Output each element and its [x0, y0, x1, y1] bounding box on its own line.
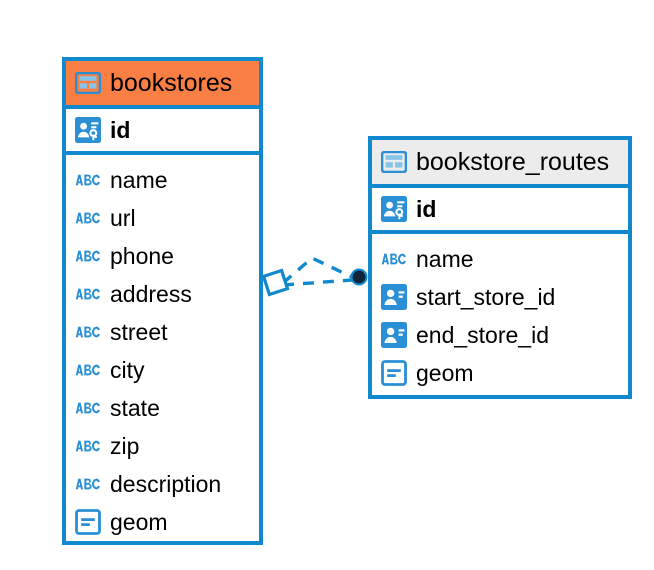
field-label-description: description	[110, 470, 222, 497]
field-row-url[interactable]: url	[75, 199, 250, 237]
relationship-source-diamond	[261, 268, 290, 297]
entity-bookstore-routes[interactable]: bookstore_routes id	[368, 136, 632, 399]
field-label-zip: zip	[110, 432, 140, 459]
field-row-city[interactable]: city	[75, 351, 250, 389]
text-abc-icon	[75, 248, 101, 264]
foreign-key-icon	[381, 284, 407, 310]
text-abc-icon	[381, 251, 407, 267]
entity-header-bookstores[interactable]: bookstores	[66, 61, 259, 109]
relationship-target-circle	[350, 268, 368, 286]
field-row-description[interactable]: description	[75, 465, 250, 503]
text-abc-icon	[75, 324, 101, 340]
field-row-end-store-id[interactable]: end_store_id	[381, 316, 619, 354]
field-row-zip[interactable]: zip	[75, 427, 250, 465]
field-row-primary-key[interactable]: id	[372, 188, 628, 234]
field-row-street[interactable]: street	[75, 313, 250, 351]
entity-title-bookstores: bookstores	[110, 68, 233, 97]
field-label-name: name	[110, 166, 168, 193]
table-icon	[74, 71, 102, 95]
table-icon	[380, 150, 408, 174]
foreign-key-icon	[381, 322, 407, 348]
field-label-end-store-id: end_store_id	[416, 321, 549, 348]
field-label-id: id	[416, 195, 437, 222]
geometry-icon	[381, 360, 407, 386]
field-label-id: id	[110, 116, 131, 143]
field-label-phone: phone	[110, 242, 174, 269]
field-row-address[interactable]: address	[75, 275, 250, 313]
text-abc-icon	[75, 362, 101, 378]
field-label-start-store-id: start_store_id	[416, 283, 556, 310]
field-list-bookstore-routes: name start_store_id	[372, 234, 628, 400]
field-row-name[interactable]: name	[381, 240, 619, 278]
geometry-icon	[75, 509, 101, 535]
field-row-name[interactable]: name	[75, 161, 250, 199]
text-abc-icon	[75, 172, 101, 188]
field-row-geom[interactable]: geom	[75, 503, 250, 541]
entity-header-bookstore-routes[interactable]: bookstore_routes	[372, 140, 628, 188]
field-row-primary-key[interactable]: id	[66, 109, 259, 155]
primary-key-icon	[381, 196, 407, 222]
text-abc-icon	[75, 286, 101, 302]
field-label-state: state	[110, 394, 160, 421]
field-label-name: name	[416, 245, 474, 272]
primary-key-icon	[75, 117, 101, 143]
field-label-address: address	[110, 280, 192, 307]
field-list-bookstores: name url	[66, 155, 259, 549]
relationship-line-lower	[282, 278, 353, 287]
relationship-line-upper	[281, 255, 353, 285]
entity-bookstores[interactable]: bookstores id	[62, 57, 263, 545]
text-abc-icon	[75, 210, 101, 226]
field-row-state[interactable]: state	[75, 389, 250, 427]
text-abc-icon	[75, 400, 101, 416]
text-abc-icon	[75, 476, 101, 492]
text-abc-icon	[75, 438, 101, 454]
field-row-start-store-id[interactable]: start_store_id	[381, 278, 619, 316]
field-label-geom: geom	[416, 359, 474, 386]
field-label-city: city	[110, 356, 145, 383]
field-label-geom: geom	[110, 508, 168, 535]
field-label-street: street	[110, 318, 168, 345]
field-row-geom[interactable]: geom	[381, 354, 619, 392]
entity-title-bookstore-routes: bookstore_routes	[416, 147, 610, 176]
field-row-phone[interactable]: phone	[75, 237, 250, 275]
field-label-url: url	[110, 204, 136, 231]
